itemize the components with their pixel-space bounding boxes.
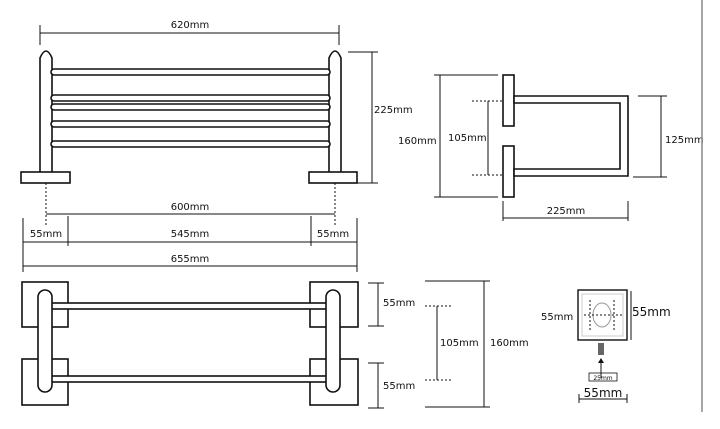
upper-plate bbox=[502, 74, 515, 127]
left-post bbox=[39, 50, 53, 172]
towel-bars bbox=[50, 68, 331, 148]
label-55-bottom: 55mm bbox=[383, 381, 415, 392]
label-25: 25mm bbox=[593, 375, 612, 382]
label-55-right-detail: 55mm bbox=[632, 305, 671, 319]
lower-plate bbox=[502, 145, 515, 198]
label-600: 600mm bbox=[171, 202, 210, 213]
label-655: 655mm bbox=[171, 254, 210, 265]
label-105-top: 105mm bbox=[440, 338, 479, 349]
right-base bbox=[308, 171, 358, 184]
label-55-right: 55mm bbox=[317, 229, 349, 240]
side-view: 160mm 105mm 125mm 225mm bbox=[398, 74, 704, 221]
bracket bbox=[513, 95, 629, 177]
label-55-bottom-detail: 55mm bbox=[584, 386, 623, 400]
top-view: 55mm 55mm 105mm 160mm bbox=[21, 280, 529, 409]
label-55-top: 55mm bbox=[383, 298, 415, 309]
label-160-top: 160mm bbox=[490, 338, 529, 349]
label-225: 225mm bbox=[374, 105, 413, 116]
label-55-left: 55mm bbox=[30, 229, 62, 240]
plate-detail: 55mm 55mm 25mm 55mm bbox=[541, 289, 671, 403]
right-post bbox=[328, 50, 342, 172]
label-160-side: 160mm bbox=[398, 136, 437, 147]
label-620: 620mm bbox=[171, 20, 210, 31]
front-view: 620mm 225mm 600mm 55mm 545mm 55mm 655mm bbox=[20, 20, 413, 272]
screw-icon bbox=[598, 343, 604, 355]
label-105-side: 105mm bbox=[448, 133, 487, 144]
label-55-left-detail: 55mm bbox=[541, 312, 573, 323]
label-545: 545mm bbox=[171, 229, 210, 240]
left-base bbox=[20, 171, 71, 184]
label-225-side: 225mm bbox=[547, 206, 586, 217]
label-125: 125mm bbox=[665, 135, 704, 146]
